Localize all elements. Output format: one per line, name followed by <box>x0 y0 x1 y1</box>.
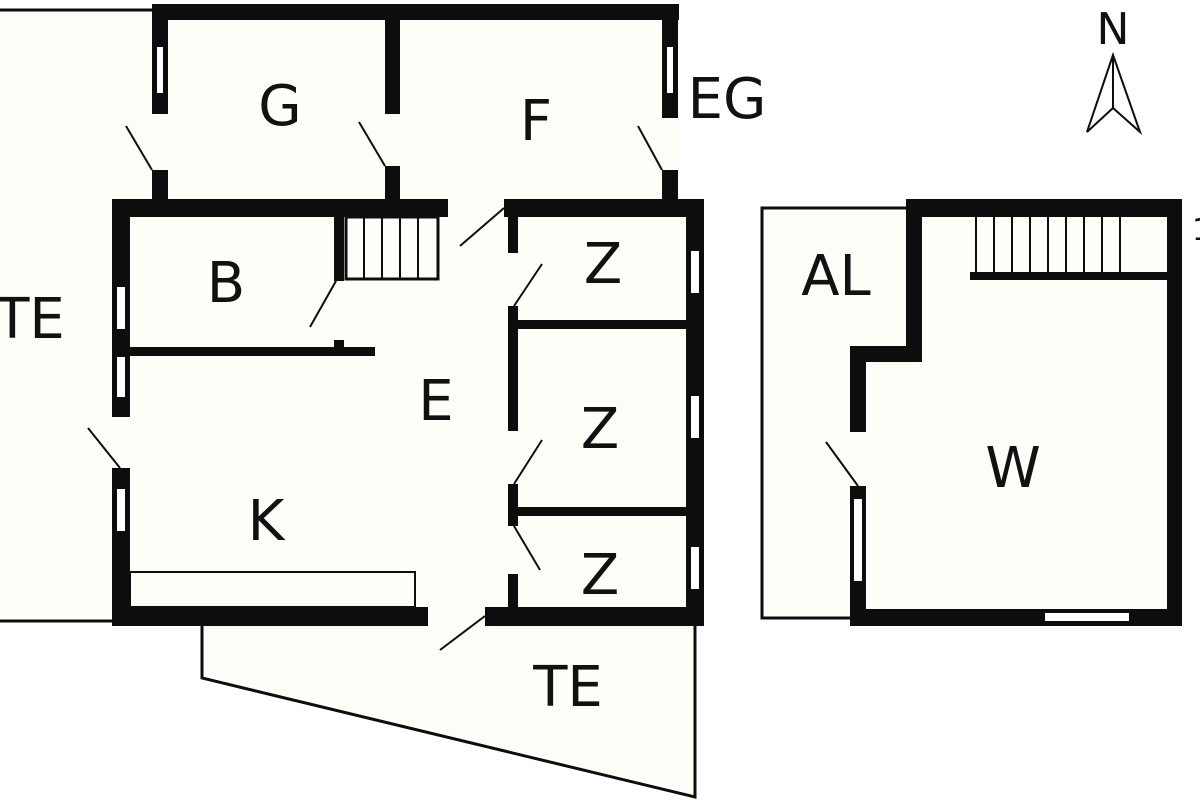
room-label-e: E <box>418 369 453 434</box>
room-label-z-middle: Z <box>581 397 619 462</box>
wall <box>1167 199 1182 626</box>
room-label-te-south: TE <box>532 655 603 720</box>
room-label-k: K <box>248 489 286 554</box>
door <box>513 525 541 571</box>
wall <box>850 609 1182 626</box>
door <box>637 125 663 171</box>
door <box>87 427 121 469</box>
wall <box>518 507 686 516</box>
window <box>852 497 864 583</box>
wall <box>112 607 428 626</box>
door <box>459 207 505 247</box>
room-label-te-west: TE <box>0 287 65 352</box>
room-label-z-lower: Z <box>581 543 619 608</box>
wall <box>504 199 704 217</box>
room-label-g: G <box>258 74 301 139</box>
wall <box>334 217 344 281</box>
staircase-main <box>344 215 440 281</box>
window <box>689 249 701 295</box>
wall <box>662 170 678 208</box>
window <box>665 45 675 95</box>
level-marker: 1 <box>1192 213 1200 248</box>
wall <box>906 199 1180 217</box>
window <box>115 487 127 533</box>
wall <box>385 4 400 114</box>
door <box>125 125 153 171</box>
wall <box>518 320 686 329</box>
wall <box>485 607 704 626</box>
room-label-eg: EG <box>688 67 767 132</box>
main-house-floor <box>114 202 702 624</box>
room-label-w: W <box>985 436 1040 501</box>
window <box>115 285 127 331</box>
window <box>1043 611 1131 623</box>
wall <box>130 347 375 356</box>
window <box>689 394 701 440</box>
wall <box>152 170 168 208</box>
wall <box>152 4 679 20</box>
door <box>309 280 337 328</box>
annex-floor <box>154 8 678 205</box>
terrace-south-floor <box>202 624 695 797</box>
window <box>115 355 127 399</box>
wall <box>508 574 518 616</box>
staircase-w <box>975 217 1121 272</box>
door <box>513 439 543 485</box>
wall <box>850 346 866 432</box>
wall <box>906 199 922 362</box>
wall <box>508 217 518 253</box>
room-label-al: AL <box>801 244 871 309</box>
al-outline <box>760 206 908 620</box>
window <box>689 545 701 591</box>
room-label-f: F <box>520 89 552 154</box>
wall <box>385 166 400 206</box>
door <box>513 263 543 307</box>
wall <box>508 484 518 526</box>
wall <box>112 199 448 217</box>
wall <box>508 306 518 431</box>
room-label-b: B <box>207 251 245 316</box>
door <box>358 121 386 167</box>
wall <box>334 340 344 356</box>
north-arrow-icon <box>1086 51 1143 136</box>
terrace-south-outline <box>200 624 697 799</box>
window <box>155 45 165 95</box>
wall <box>850 346 922 362</box>
door <box>825 441 859 487</box>
room-label-z-upper: Z <box>584 232 622 297</box>
door <box>439 615 486 651</box>
w-floor <box>852 202 1175 624</box>
wall <box>970 272 1167 280</box>
kitchen-counter <box>129 571 416 608</box>
compass-north-label: N <box>1097 4 1130 55</box>
